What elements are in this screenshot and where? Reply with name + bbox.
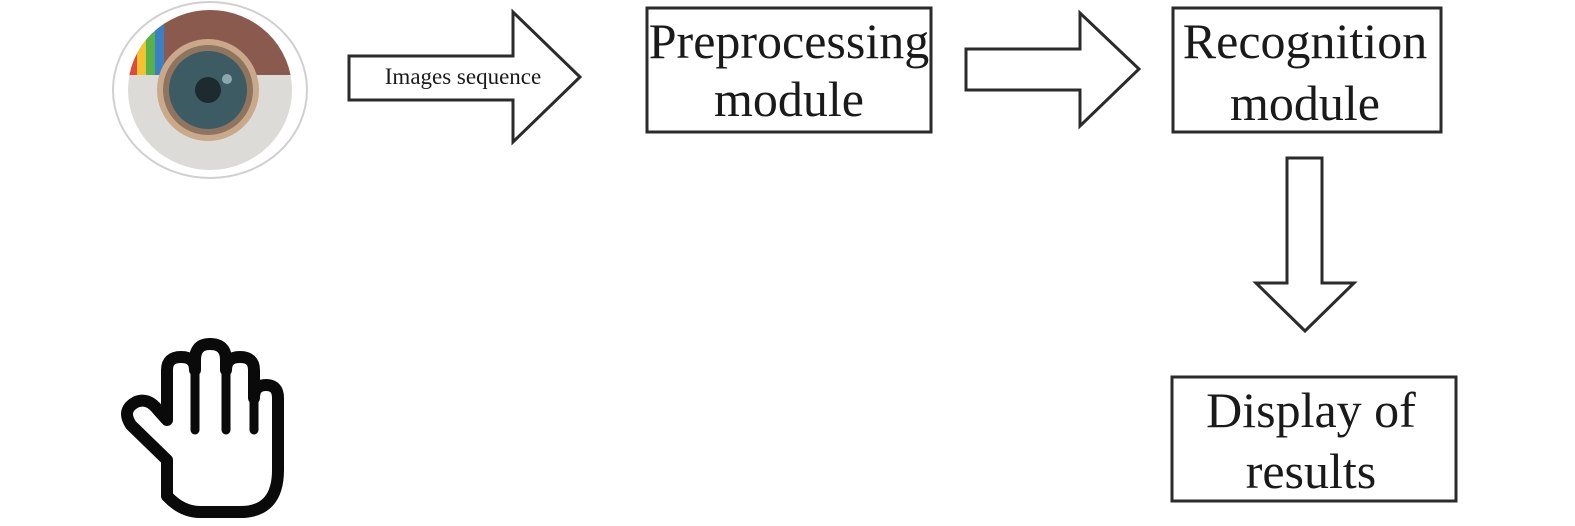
display-label-line1: Display of bbox=[1206, 382, 1416, 438]
recognition-label-line1: Recognition bbox=[1183, 13, 1427, 69]
preprocessing-module-box: Preprocessing module bbox=[645, 6, 933, 134]
preprocessing-label-line1: Preprocessing bbox=[649, 13, 930, 69]
camera-lens-icon bbox=[112, 1, 308, 179]
recognition-to-display-arrow bbox=[1252, 156, 1358, 334]
recognition-module-box: Recognition module bbox=[1171, 6, 1443, 134]
display-label-line2: results bbox=[1246, 443, 1377, 499]
recognition-label-line2: module bbox=[1230, 75, 1380, 131]
preprocessing-label-line2: module bbox=[714, 71, 864, 127]
display-results-box: Display of results bbox=[1170, 375, 1458, 503]
preprocessing-to-recognition-arrow bbox=[964, 9, 1142, 130]
input-arrow: Images sequence bbox=[347, 8, 583, 146]
input-arrow-label: Images sequence bbox=[385, 64, 541, 89]
hand-icon bbox=[121, 338, 284, 518]
